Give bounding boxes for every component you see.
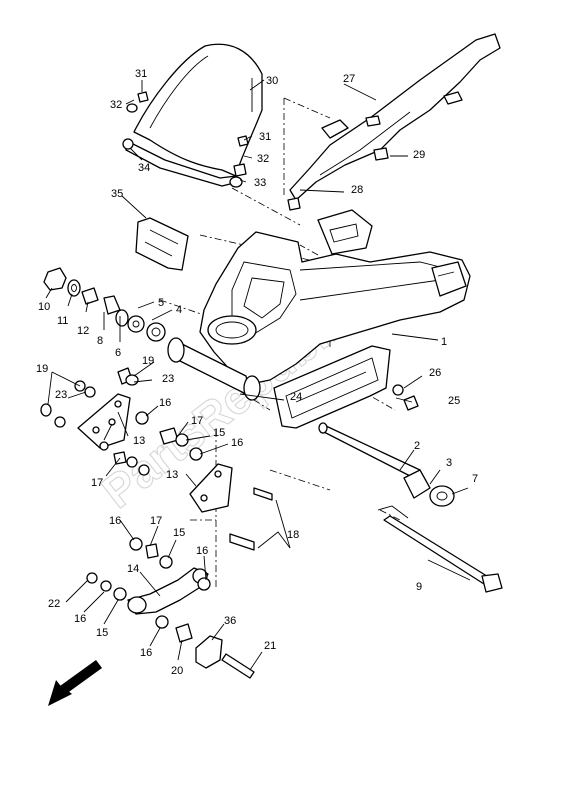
callout-9: 9 — [416, 581, 422, 593]
callout-20: 20 — [171, 665, 183, 677]
callout-10: 10 — [38, 301, 50, 313]
long-bolt — [377, 505, 503, 593]
callout-15-c: 15 — [96, 627, 108, 639]
callout-36: 36 — [224, 615, 236, 627]
callout-16-c: 16 — [109, 515, 121, 527]
callout-15-a: 15 — [213, 427, 225, 439]
pivot-bushing-set — [43, 267, 166, 342]
callout-21: 21 — [264, 640, 276, 652]
callout-11: 11 — [57, 315, 68, 327]
relay-arm-plate-lower — [189, 463, 233, 513]
callout-17-a: 17 — [191, 415, 203, 427]
callout-23-b: 23 — [162, 373, 174, 385]
callout-17-c: 17 — [150, 515, 162, 527]
callout-32-a: 32 — [110, 99, 122, 111]
callout-31-b: 31 — [259, 131, 271, 143]
callout-27: 27 — [343, 73, 355, 85]
callout-18: 18 — [287, 529, 299, 541]
chain-adjuster-block — [273, 345, 391, 429]
callout-14: 14 — [127, 563, 139, 575]
chain-guard — [289, 33, 501, 201]
callout-5: 5 — [158, 297, 164, 309]
callout-33: 33 — [254, 177, 266, 189]
callout-30: 30 — [266, 75, 278, 87]
pivot-axle — [318, 422, 455, 507]
callout-35: 35 — [111, 188, 123, 200]
callout-16-b: 16 — [231, 437, 243, 449]
small-hardware — [40, 91, 419, 679]
callout-7: 7 — [472, 473, 478, 485]
callout-13-lower: 13 — [166, 469, 178, 481]
callout-25: 25 — [448, 395, 460, 407]
callout-1: 1 — [441, 336, 447, 348]
relay-arm-plate-upper — [77, 393, 131, 449]
callout-16-f: 16 — [140, 647, 152, 659]
swing-arm — [167, 209, 471, 401]
callout-16-d: 16 — [196, 545, 208, 557]
callout-8: 8 — [97, 335, 103, 347]
callout-24: 24 — [290, 391, 302, 403]
callout-28: 28 — [351, 184, 363, 196]
callout-labels: 1 2 3 4 5 6 7 8 9 10 11 12 13 13 14 15 1… — [36, 68, 478, 677]
callout-32-b: 32 — [257, 153, 269, 165]
callout-13-upper: 13 — [133, 435, 145, 447]
callout-22: 22 — [48, 598, 60, 610]
callout-6: 6 — [115, 347, 121, 359]
callout-19-a: 19 — [36, 363, 48, 375]
callout-34: 34 — [138, 162, 150, 174]
callout-12: 12 — [77, 325, 89, 337]
callout-2: 2 — [414, 440, 420, 452]
callout-15-b: 15 — [173, 527, 185, 539]
callout-31-a: 31 — [135, 68, 147, 80]
callout-leaders — [45, 79, 471, 671]
callout-3: 3 — [446, 457, 452, 469]
connecting-rod — [127, 567, 209, 615]
callout-29: 29 — [413, 149, 425, 161]
callout-23-a: 23 — [55, 389, 67, 401]
callout-17-b: 17 — [91, 477, 103, 489]
callout-26: 26 — [429, 367, 441, 379]
callout-16-a: 16 — [159, 397, 171, 409]
callout-4: 4 — [176, 304, 182, 316]
arrow-down-left-icon — [48, 660, 102, 706]
chain-slider-plate — [135, 217, 189, 271]
callout-16-e: 16 — [74, 613, 86, 625]
callout-19-b: 19 — [142, 355, 154, 367]
